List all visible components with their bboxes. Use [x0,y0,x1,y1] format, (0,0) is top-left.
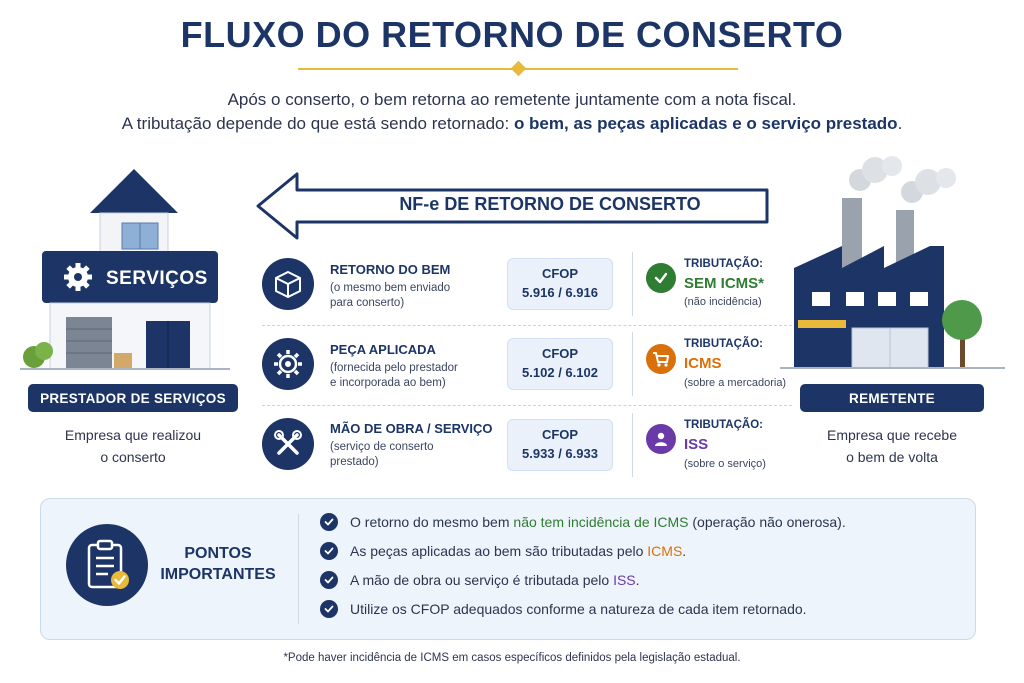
row-divider [262,325,792,326]
tax-note-mao-de-obra: (sobre o serviço) [684,458,766,470]
tax-label-retorno: TRIBUTAÇÃO: [684,258,763,270]
row-title-mao-de-obra: MÃO DE OBRA / SERVIÇO [330,421,493,436]
sender-factory-icon [780,156,1005,369]
important-points-panel [40,498,976,640]
check-circle-icon [320,600,338,618]
note-item: A mão de obra ou serviço é tributada pel… [320,571,640,589]
tax-label-mao-de-obra: TRIBUTAÇÃO: [684,419,763,431]
return-arrow [256,172,769,240]
tax-value-peca: ICMS [684,355,722,372]
sender-caption: Empresa que recebe o bem de volta [827,427,957,465]
services-sign-label: SERVIÇOS [106,268,208,289]
row-title-peca: PEÇA APLICADA [330,342,436,357]
cart-icon [646,344,676,374]
important-points-heading: PONTOS IMPORTANTES [160,545,276,583]
sender-caption-bar: REMETENTE [800,384,984,412]
arrow-label: NF-e DE RETORNO DE CONSERTO [399,194,701,214]
footnote: *Pode haver incidência de ICMS em casos … [283,652,741,664]
title-divider-diamond [510,60,527,77]
notes-separator [298,514,299,624]
gear-icon [262,338,314,390]
tax-value-retorno: SEM ICMS* [684,275,765,292]
note-item: O retorno do mesmo bem não tem incidênci… [320,513,846,531]
row-separator [632,252,633,316]
check-icon [646,263,676,293]
clipboard-icon [66,524,148,606]
box-icon [262,258,314,310]
check-circle-icon [320,571,338,589]
tools-icon [262,418,314,470]
check-circle-icon [320,542,338,560]
note-item: As peças aplicadas ao bem são tributadas… [320,542,686,560]
person-icon [646,424,676,454]
tax-label-peca: TRIBUTAÇÃO: [684,338,763,350]
provider-caption-bar: PRESTADOR DE SERVIÇOS [28,384,238,412]
row-separator [632,332,633,396]
tax-note-peca: (sobre a mercadoria) [684,377,787,389]
service-provider-building-icon [20,169,230,370]
row-separator [632,413,633,477]
row-divider [262,405,792,406]
row-title-retorno: RETORNO DO BEM [330,262,451,277]
note-item: Utilize os CFOP adequados conforme a nat… [320,600,807,618]
provider-caption: Empresa que realizou o conserto [64,427,202,465]
intro-line-2: A tributação depende do que está sendo r… [121,114,903,133]
page-title: FLUXO DO RETORNO DE CONSERTO [180,14,844,55]
intro-line-1: Após o conserto, o bem retorna ao remete… [227,90,797,109]
tax-value-mao-de-obra: ISS [684,436,709,453]
tax-note-retorno: (não incidência) [684,296,762,308]
check-circle-icon [320,513,338,531]
